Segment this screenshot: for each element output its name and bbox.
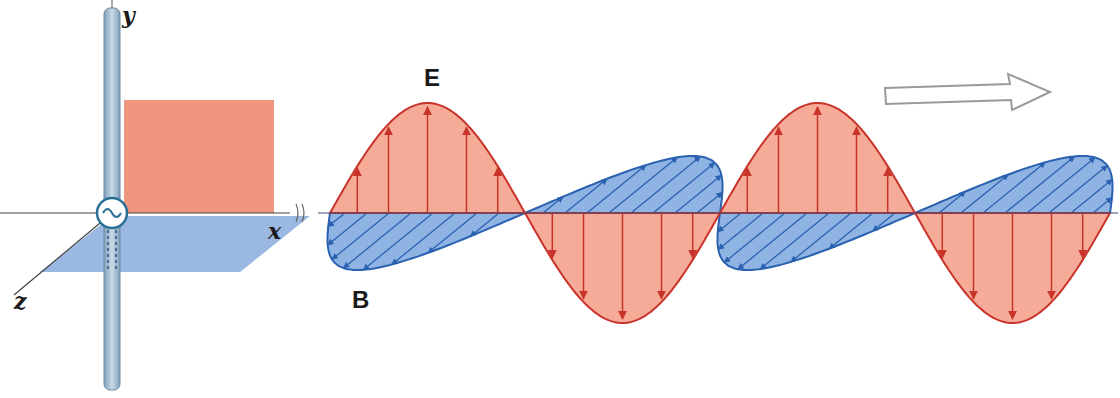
dashed-line: [107, 230, 109, 270]
e-field-vector: [388, 127, 390, 213]
ac-source: [97, 198, 127, 228]
field-label: E: [424, 66, 440, 90]
e-field-vector: [1012, 213, 1014, 319]
e-field-vector: [856, 127, 858, 213]
e-field-vector: [357, 168, 359, 213]
e-field-vector: [622, 213, 624, 319]
e-field-vector: [973, 213, 975, 299]
b-field-vector: [1027, 158, 1095, 214]
e-field-vector: [692, 213, 694, 258]
b-field-vector: [609, 157, 677, 213]
axis-label: y: [122, 4, 135, 26]
b-field-vector: [428, 213, 477, 253]
e-field-vector: [552, 213, 554, 258]
field-label: B: [352, 288, 369, 312]
b-field-vector: [829, 213, 873, 249]
e-field-vector: [497, 168, 499, 213]
b-field-vector: [1005, 156, 1075, 213]
b-plane: [40, 216, 310, 272]
b-field-vector: [1093, 198, 1112, 213]
b-field-vector: [631, 157, 700, 214]
b-field-vector: [332, 213, 389, 259]
e-field-vector: [583, 213, 585, 299]
b-field-vector: [565, 179, 607, 213]
e-field-vector: [817, 107, 819, 213]
y-axis: [112, 0, 113, 8]
direction-arrow: [885, 74, 1050, 110]
b-field-vector: [873, 213, 895, 231]
b-field-vector: [738, 213, 807, 269]
b-field-vector: [363, 213, 433, 270]
z-axis: [14, 213, 112, 295]
x-axis: [0, 212, 290, 213]
ac-symbol: [103, 209, 121, 217]
b-field-vector: [718, 213, 741, 232]
e-field-vector: [887, 168, 889, 213]
e-field-vector: [942, 213, 944, 258]
b-field-vector: [543, 197, 563, 213]
axis-label: x: [268, 220, 281, 242]
b-field-vector: [697, 192, 722, 213]
b-field-vector: [587, 165, 646, 213]
break-mark: [296, 204, 304, 222]
e-field-vector: [466, 127, 468, 213]
b-field-vector: [1049, 166, 1107, 213]
b-field-vector: [939, 192, 965, 214]
b-field-vector: [328, 213, 367, 245]
b-field-vector: [961, 175, 1008, 214]
e-field-vector: [427, 107, 429, 213]
axis-label: z: [14, 290, 27, 312]
b-field-vector: [344, 213, 412, 268]
e-field-vector: [747, 168, 749, 213]
b-field-vector: [471, 213, 500, 236]
b-field-vector: [1071, 180, 1112, 214]
e-field-vector: [1082, 213, 1084, 258]
propagation-axis: [318, 212, 1118, 213]
e-field-vector: [1051, 213, 1053, 299]
b-field-vector: [675, 175, 721, 213]
b-field-vector: [328, 213, 345, 227]
b-field-vector: [718, 213, 763, 249]
b-field-vector: [760, 213, 829, 269]
e-field-vector: [661, 213, 663, 299]
e-field-vector: [778, 127, 780, 213]
dashed-line: [115, 230, 117, 270]
e-plane: [124, 100, 274, 213]
